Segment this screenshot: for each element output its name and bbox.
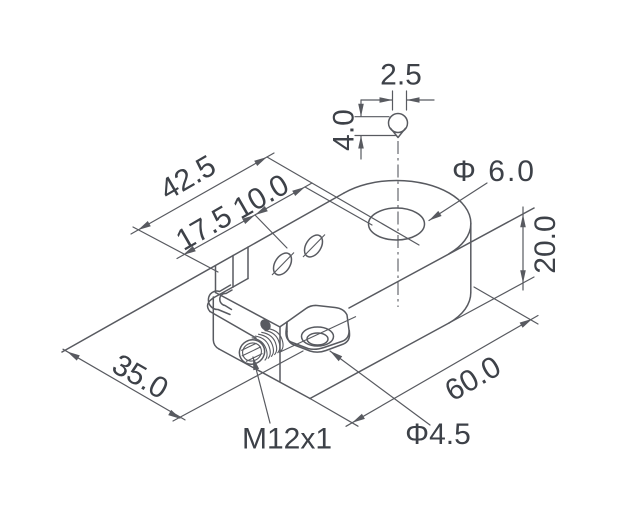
ext-e1 bbox=[132, 226, 219, 273]
dim-60-label: 60.0 bbox=[439, 350, 506, 408]
leader-dia-4-5-arrow bbox=[330, 351, 343, 362]
notch-floor-edge bbox=[232, 277, 249, 288]
dim-2-5: 2.5 bbox=[360, 59, 435, 111]
dim-2-5-label: 2.5 bbox=[380, 59, 422, 92]
front-mount-tab bbox=[278, 304, 357, 353]
top-rounded-end-arc bbox=[343, 179, 472, 255]
dim-35-line bbox=[62, 348, 186, 421]
slot-tab-cap bbox=[206, 296, 215, 313]
slot-tab-bottom-edge bbox=[209, 310, 257, 339]
dim-4-0-label: 4.0 bbox=[328, 109, 361, 151]
small-hole-1-axis bbox=[271, 252, 295, 276]
leader-dia-4-5 bbox=[329, 350, 431, 426]
bottom-rounded-end-arc bbox=[448, 291, 472, 324]
top-face-features bbox=[271, 141, 426, 307]
front-bottom-edge bbox=[309, 322, 450, 400]
dim-42-5-line bbox=[130, 152, 275, 235]
label-dia-4-5: Φ4.5 bbox=[329, 350, 471, 451]
tab-side-face bbox=[286, 329, 351, 353]
ext-e4 bbox=[266, 156, 420, 246]
dim-4-0: 4.0 bbox=[328, 99, 397, 160]
ext-60-right bbox=[473, 286, 539, 325]
connector-face-outer bbox=[238, 339, 266, 365]
top-hole bbox=[367, 207, 426, 241]
leader-m12-arrow bbox=[253, 357, 260, 371]
ext-e2 bbox=[254, 214, 288, 249]
dim-row2-arrows bbox=[183, 187, 305, 255]
m12x1-label: M12x1 bbox=[242, 423, 332, 456]
small-hole-1 bbox=[272, 252, 293, 276]
label-m12x1: M12x1 bbox=[242, 356, 332, 456]
sensing-pin-detail bbox=[387, 112, 409, 139]
dia-4-5-label: Φ4.5 bbox=[405, 418, 471, 451]
dim-2-5-arrows bbox=[379, 97, 420, 103]
dim-35-0: 35.0 bbox=[62, 348, 186, 421]
small-hole-2 bbox=[303, 234, 324, 258]
block-outline bbox=[61, 179, 535, 400]
dim-4-0-arrows bbox=[358, 103, 364, 149]
pin-ball bbox=[387, 112, 409, 134]
back-top-edge bbox=[61, 192, 345, 353]
tab-hole-outer bbox=[300, 326, 335, 347]
dim-2-5-lines bbox=[360, 90, 435, 111]
ext-20-bottom bbox=[448, 276, 535, 324]
dia-6-0-label: Φ 6.0 bbox=[452, 155, 536, 188]
leader-dia-6-arrow bbox=[429, 210, 442, 221]
slot-inner-arc bbox=[219, 289, 233, 311]
front-top-edge bbox=[348, 207, 535, 309]
slot-tab-notch bbox=[206, 246, 257, 339]
connector-key-lines bbox=[240, 342, 263, 362]
pin-cone bbox=[389, 127, 407, 139]
m12-connector bbox=[238, 319, 284, 365]
ext-35-lower bbox=[172, 350, 304, 422]
end-face-top-edge bbox=[214, 291, 281, 328]
dim-60-0: 60.0 bbox=[345, 314, 539, 427]
end-face-bottom-edge bbox=[218, 348, 311, 400]
dim-10-0-label: 10.0 bbox=[227, 168, 294, 226]
dim-17-5-label: 17.5 bbox=[170, 200, 237, 258]
label-dia-6-0: Φ 6.0 bbox=[428, 155, 536, 222]
end-face-left-edge bbox=[212, 296, 220, 350]
ext-60-left bbox=[309, 397, 359, 427]
small-hole-2-axis bbox=[302, 234, 326, 258]
dim-42-5-label: 42.5 bbox=[154, 149, 221, 207]
tab-hole-centerline bbox=[278, 316, 357, 353]
connector-threads bbox=[251, 328, 284, 361]
dim-20-0: 20.0 bbox=[520, 206, 562, 291]
ext-e3 bbox=[304, 186, 373, 226]
slot-tab-top-edge bbox=[213, 286, 234, 299]
led-indicator bbox=[260, 319, 271, 331]
dim-60-line bbox=[345, 314, 539, 427]
extension-lines bbox=[132, 156, 539, 427]
dim-20-label: 20.0 bbox=[529, 215, 562, 273]
slot-outer-arc bbox=[207, 284, 232, 316]
dim-35-label: 35.0 bbox=[106, 348, 173, 406]
tab-front-edge-stub bbox=[279, 321, 288, 328]
